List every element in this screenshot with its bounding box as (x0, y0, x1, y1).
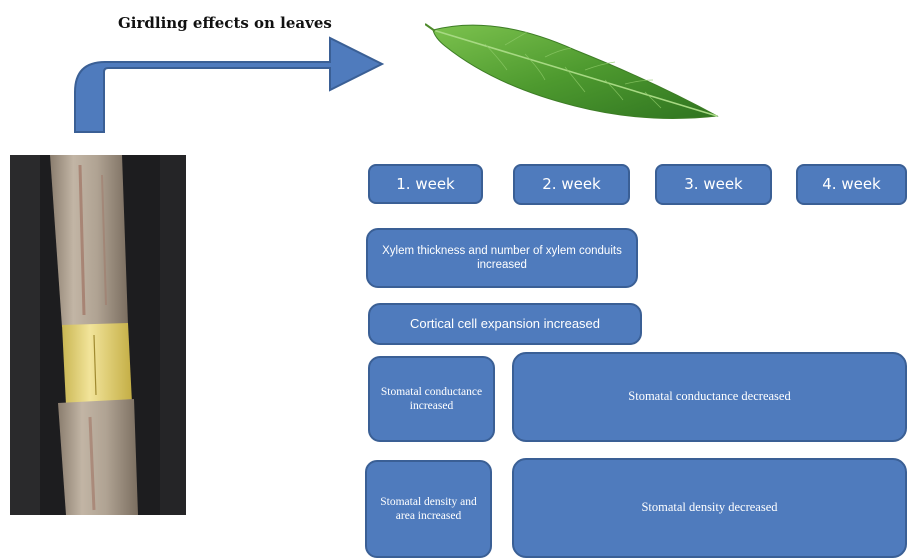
stomatal-conductance-decreased-box: Stomatal conductance decreased (512, 352, 907, 442)
week-3-box: 3. week (655, 164, 772, 205)
week-4-box: 4. week (796, 164, 907, 205)
girdled-stem-image (10, 155, 186, 515)
bent-arrow-right-icon (74, 36, 385, 133)
leaf-image (425, 23, 719, 119)
stomatal-density-increased-box: Stomatal density and area increased (365, 460, 492, 558)
xylem-effect-box: Xylem thickness and number of xylem cond… (366, 228, 638, 288)
week-1-box: 1. week (368, 164, 483, 204)
figure-title: Girdling effects on leaves (118, 14, 332, 32)
cortical-effect-box: Cortical cell expansion increased (368, 303, 642, 345)
week-2-box: 2. week (513, 164, 630, 205)
stomatal-density-decreased-box: Stomatal density decreased (512, 458, 907, 558)
stomatal-conductance-increased-box: Stomatal conductance increased (368, 356, 495, 442)
